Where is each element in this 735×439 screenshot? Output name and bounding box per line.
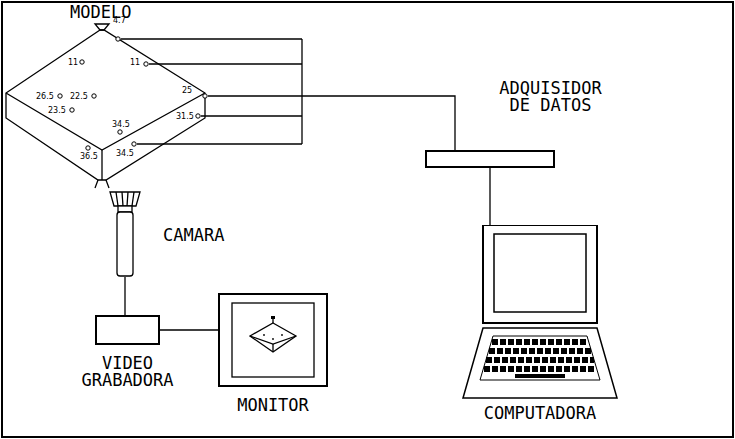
hopper-model: [4, 4, 208, 192]
monitor: MONITOR: [218, 293, 330, 416]
device-label: MONITOR: [218, 397, 328, 414]
monitor-screen: [220, 295, 326, 385]
signal-cable: [208, 96, 455, 150]
signal-cable: [160, 329, 218, 330]
sensor-position: 25: [182, 86, 192, 95]
sensor-position: 11: [130, 58, 140, 67]
video-recorder: VIDEO GRABADORA: [70, 315, 187, 393]
signal-cable: [124, 277, 125, 315]
model-title: MODELO: [70, 4, 140, 21]
computer-symbol: [455, 225, 625, 425]
sensor-position: 31.5: [176, 112, 194, 121]
device-label: ADQUISIDOR DE DATOS: [493, 80, 608, 114]
sensor-position: 23.5: [48, 106, 66, 115]
sensor-wires: [121, 39, 302, 144]
device-label: VIDEO GRABADORA: [70, 355, 185, 389]
video-recorder-outline: [95, 315, 160, 345]
data-acquisition-box-outline: [425, 150, 555, 168]
camera: CAMARA: [105, 190, 235, 277]
signal-cable: [489, 168, 490, 225]
device-label: COMPUTADORA: [455, 405, 625, 422]
model-outline: MODELO: [4, 4, 208, 192]
data-acquisition-box: ADQUISIDOR DE DATOS: [425, 80, 615, 168]
sensor-position: 36.5: [80, 152, 98, 161]
monitor-outline: [218, 293, 328, 387]
sensor-position: 22.5: [70, 92, 88, 101]
computer: COMPUTADORA: [455, 225, 625, 425]
sensor-position: 26.5: [36, 92, 54, 101]
device-label: CAMARA: [163, 227, 233, 244]
sensor-position: 4.7: [113, 16, 126, 25]
sensor-position: 34.5: [116, 149, 134, 158]
sensor-position: 11: [68, 58, 78, 67]
sensor-position: 34.5: [112, 120, 130, 129]
